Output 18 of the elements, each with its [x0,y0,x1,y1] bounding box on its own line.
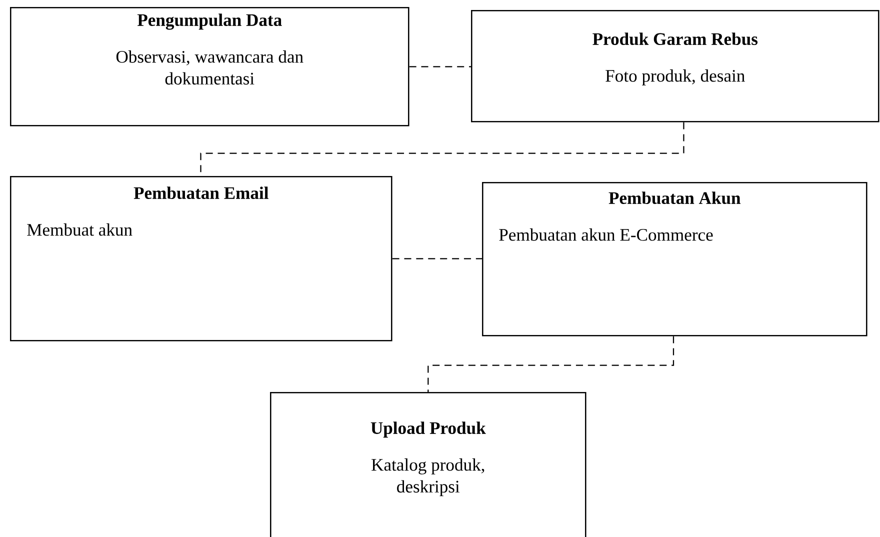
node-text: Foto produk, desain [606,69,745,86]
node-text: Katalog produk, deskripsi [372,458,484,496]
node-text: Membuat akun [27,223,132,236]
process-box [482,182,868,336]
node-title: Upload Produk [370,422,486,438]
node-title: Pembuatan Email [134,186,268,200]
process-box [270,392,586,537]
node-text: Pembuatan akun E-Commerce [499,228,713,241]
node-title: Produk Garam Rebus [592,32,758,46]
connector-line [428,336,674,392]
process-box [10,7,410,126]
connector-line [409,66,471,68]
process-box [10,176,392,342]
connector-line [392,258,482,260]
node-title: Pembuatan Akun [608,192,740,204]
process-box [471,10,880,122]
node-text: Observasi, wawancara dan dokumentasi [116,50,304,85]
node-title: Pengumpulan Data [137,14,282,30]
